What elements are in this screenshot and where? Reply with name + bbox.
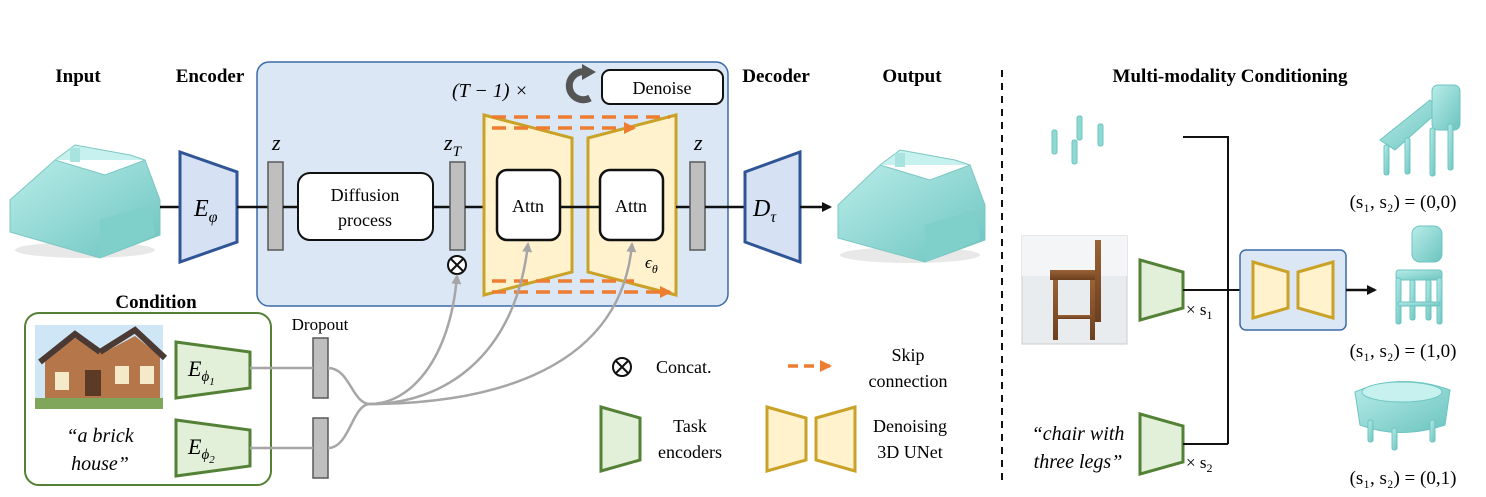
dropout-bar-2: [312, 417, 329, 479]
condition-text-line-2: house”: [71, 453, 129, 475]
condition-encoder-2: [174, 418, 252, 478]
attn-block-1: [495, 168, 562, 242]
legend-unet-icon: [765, 405, 857, 473]
header-input: Input: [55, 66, 101, 87]
chair-photo: [1021, 235, 1128, 345]
scale-2-label: × s2: [1186, 453, 1212, 475]
scale-1-label: × s1: [1186, 300, 1212, 322]
header-decoder: Decoder: [742, 66, 810, 87]
latent-z-out-label: z: [693, 130, 703, 155]
image-task-encoder: [1138, 258, 1185, 322]
condition-encoder-1: [174, 340, 252, 400]
loop-icon: [565, 64, 596, 104]
multi-text-line-2: three legs”: [1034, 451, 1123, 473]
latent-zt-label: zT: [443, 130, 463, 160]
multi-unet-left: [1251, 260, 1290, 320]
attn-block-2: [598, 168, 665, 242]
result-label-2: (s₁, s₂) = (1,0): [1350, 341, 1457, 362]
header-condition: Condition: [115, 292, 197, 313]
condition-encoder-2-symbol: Eϕ2: [187, 434, 215, 466]
output-house-mesh: [837, 149, 986, 263]
legend-unet-line-1: Denoising: [873, 416, 947, 436]
condition-injection-lines: [327, 242, 637, 450]
diffusion-label-2: process: [338, 210, 392, 230]
multi-unet-right: [1296, 260, 1335, 320]
diffusion-label-1: Diffusion: [331, 185, 400, 205]
result-chair-stool-mesh: [1395, 225, 1443, 325]
attn-label-1: Attn: [512, 196, 544, 216]
decoder-block: [743, 149, 802, 265]
epsilon-theta: ϵθ: [645, 253, 658, 276]
header-multi-modality: Multi-modality Conditioning: [1113, 66, 1348, 87]
attn-label-2: Attn: [615, 196, 647, 216]
denoise-label: Denoise: [633, 78, 692, 98]
legend-task-line-1: Task: [673, 416, 707, 436]
legend-skip-line-1: Skip: [891, 345, 924, 365]
brick-house-image: [35, 325, 168, 409]
latent-zt-bar: [449, 161, 466, 251]
legs-connector: [1183, 136, 1229, 444]
legend-skip-line-2: connection: [869, 371, 948, 391]
legend-concat-label: Concat.: [656, 357, 712, 377]
input-house-mesh: [9, 144, 161, 259]
concat-symbol: [447, 255, 467, 275]
legend-concat-icon: [612, 357, 632, 377]
header-encoder: Encoder: [176, 66, 245, 87]
decoder-symbol: Dτ: [752, 196, 777, 226]
result-label-1: (s₁, s₂) = (0,0): [1350, 192, 1457, 213]
result-chair-lounge-mesh: [1379, 84, 1461, 177]
encoder-symbol: Eφ: [193, 196, 218, 226]
result-chair-tub-mesh: [1354, 381, 1451, 451]
legend-task-encoder-icon: [599, 405, 642, 473]
dropout-label: Dropout: [292, 315, 349, 334]
latent-z-label: z: [271, 130, 281, 155]
denoise-repeat: (T − 1) ×: [452, 80, 528, 102]
condition-encoder-1-symbol: Eϕ1: [187, 356, 215, 388]
multi-text-line-1: “chair with: [1032, 423, 1125, 445]
result-label-3: (s₁, s₂) = (0,1): [1350, 468, 1457, 489]
header-output: Output: [882, 66, 942, 87]
condition-text-line-1: “a brick: [66, 425, 134, 447]
partial-chair-legs-mesh: [1051, 115, 1104, 165]
legend-unet-line-2: 3D UNet: [877, 442, 943, 462]
latent-z-bar: [267, 161, 284, 251]
denoise-box: [601, 69, 724, 105]
text-task-encoder: [1138, 412, 1185, 476]
encoder-block: [178, 149, 239, 265]
latent-z-out-bar: [689, 161, 706, 251]
legend-task-line-2: encoders: [658, 442, 722, 462]
dropout-bar-1: [312, 337, 329, 399]
